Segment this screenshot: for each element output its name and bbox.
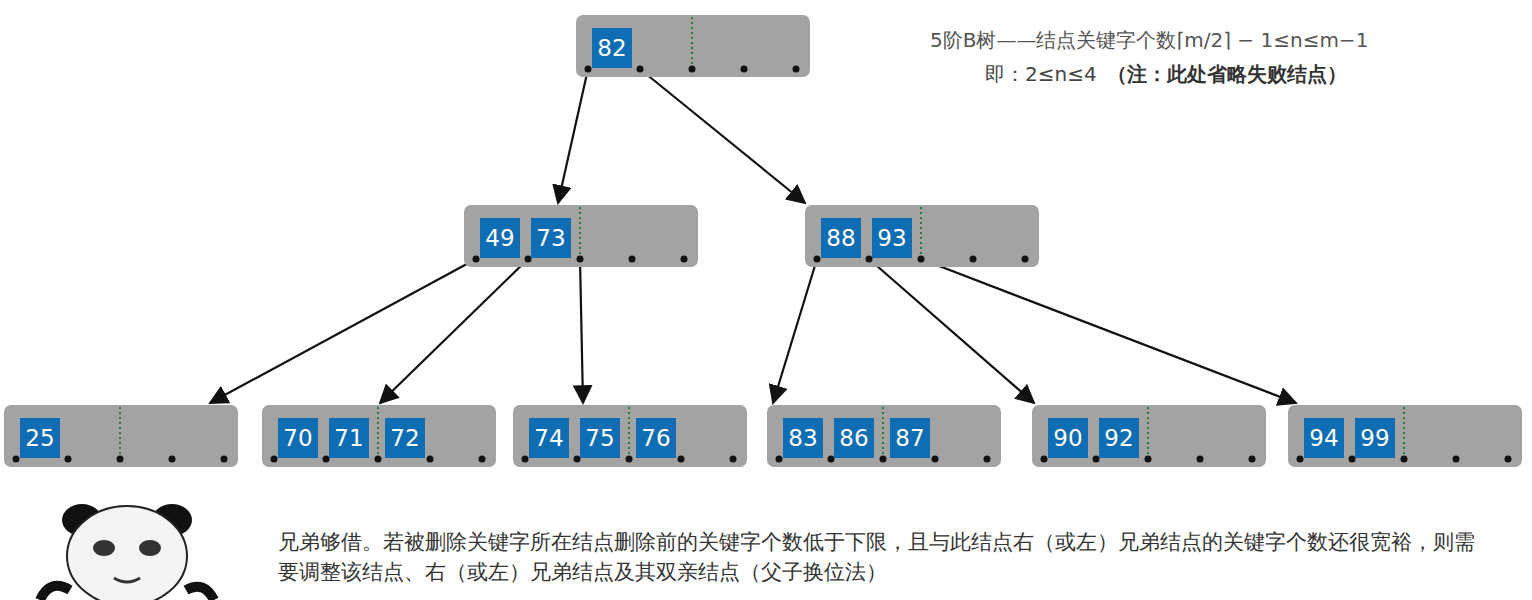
header-note: （注：此处省略失败结点） [1107,60,1347,89]
key-cell: 76 [636,418,676,458]
key-cell: 83 [783,418,823,458]
btree-node: 74 75 76 [513,405,747,467]
key-cell: 94 [1304,418,1344,458]
key-cell: 49 [480,218,520,258]
child-pointer [210,259,476,403]
key-cell: 88 [821,218,861,258]
key-cell: 93 [872,218,912,258]
key-cell: 74 [529,418,569,458]
key-cell: 86 [834,418,874,458]
child-pointer [921,259,1296,403]
header-note: 5阶B树——结点关键字个数⌈m/2⌉ − 1≤n≤m−1 [930,26,1368,55]
btree-node: 70 71 72 [262,405,496,467]
child-pointer [869,259,1034,403]
key-cell: 72 [385,418,425,458]
key-cell: 82 [592,28,632,68]
child-pointer [558,69,588,203]
key-cell: 75 [580,418,620,458]
btree-node: 90 92 [1032,405,1266,467]
key-cell: 73 [531,218,571,258]
key-cell: 99 [1355,418,1395,458]
key-cell: 71 [329,418,369,458]
child-pointer [380,259,528,403]
panda-meme [30,498,220,600]
btree-node: 25 [4,405,238,467]
btree-node: 94 99 [1288,405,1522,467]
child-pointer [640,69,805,203]
btree-node: 82 [576,15,810,77]
child-pointer [580,259,583,403]
key-cell: 92 [1099,418,1139,458]
key-cell: 70 [278,418,318,458]
key-cell: 25 [20,418,60,458]
key-cell: 87 [890,418,930,458]
key-cell: 90 [1048,418,1088,458]
btree-node: 83 86 87 [767,405,1001,467]
note-text: 兄弟够借。若被删除关键字所在结点删除前的关键字个数低于下限，且与此结点右（或左）… [278,527,1478,588]
btree-node: 49 73 [464,205,698,267]
child-pointer [773,259,817,403]
btree-node: 88 93 [805,205,1039,267]
header-note: 即：2≤n≤4 [985,60,1097,89]
